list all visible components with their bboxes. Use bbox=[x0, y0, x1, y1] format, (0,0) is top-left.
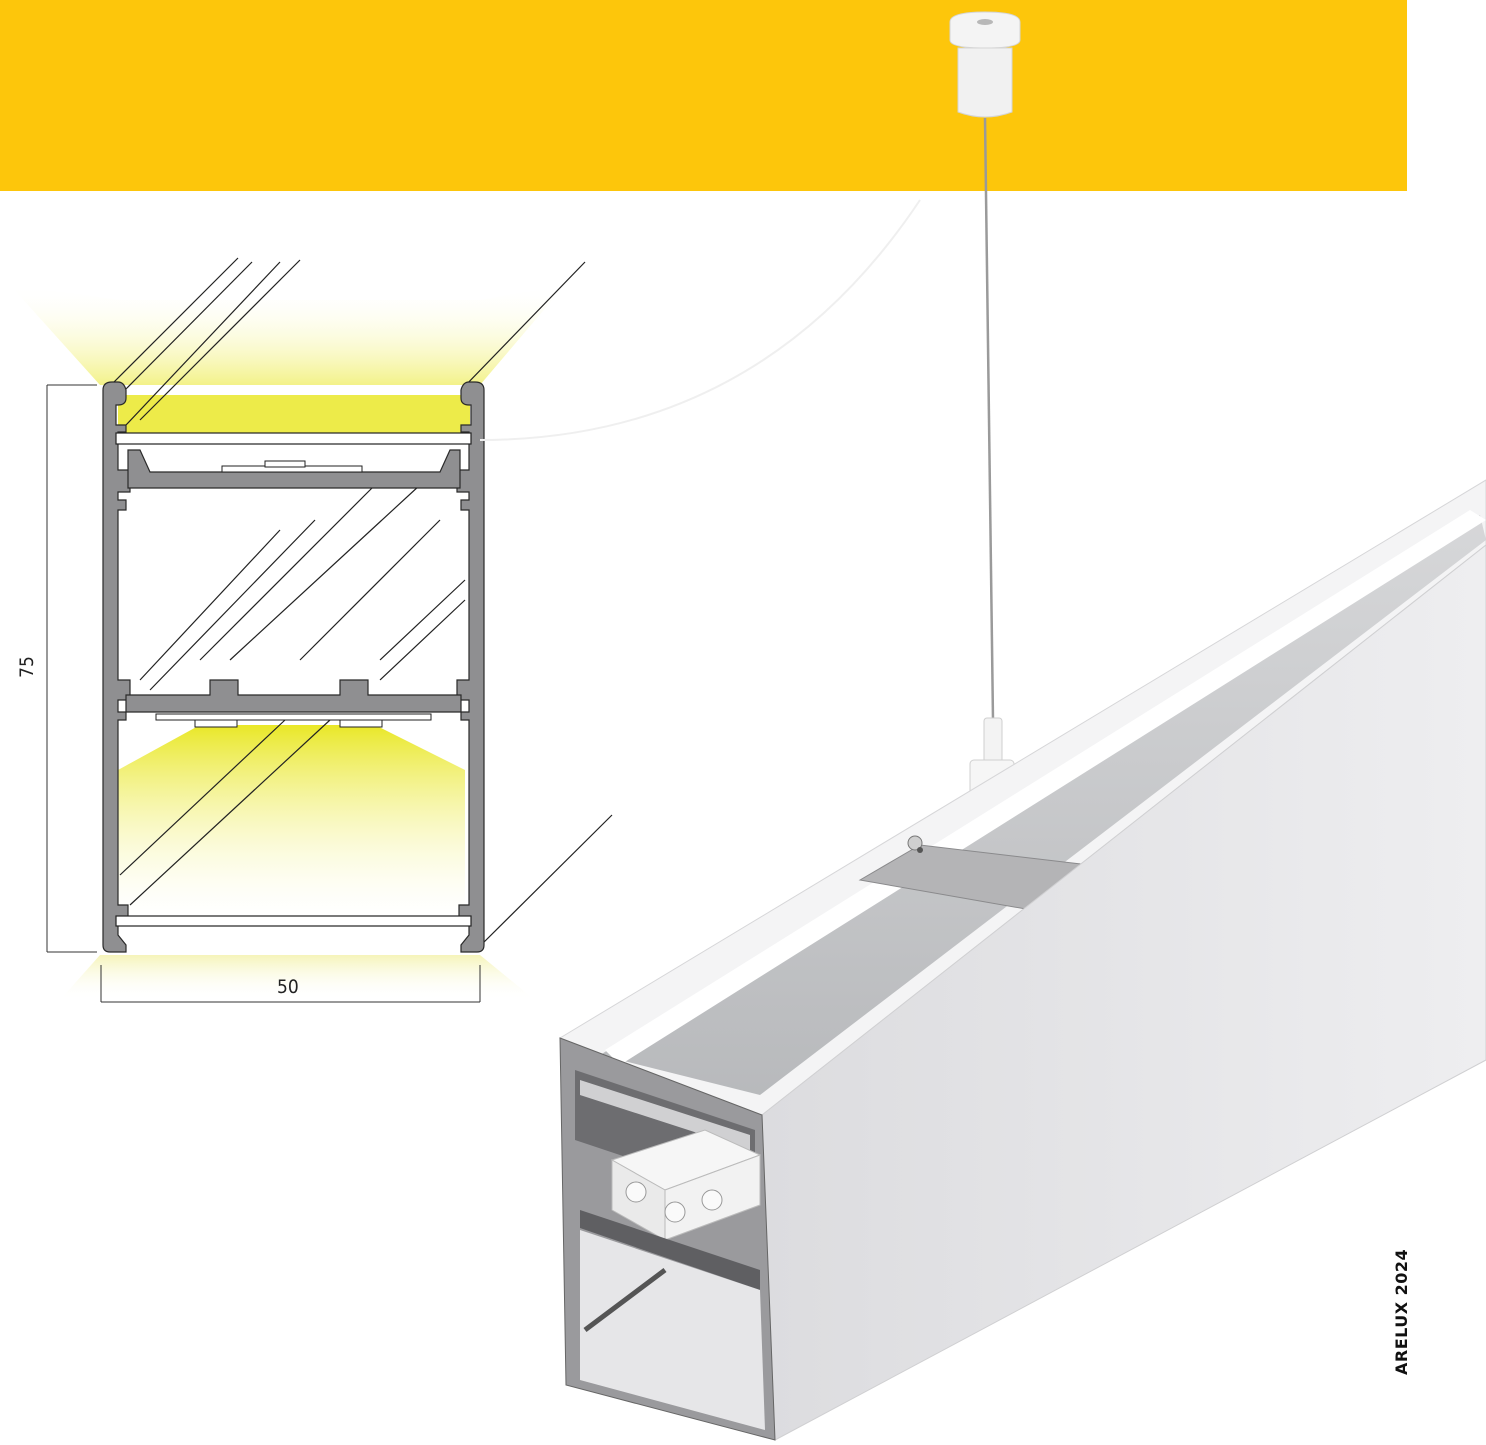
ceiling-canopy bbox=[949, 11, 1021, 118]
cable-gripper bbox=[983, 717, 1003, 767]
yellow-header-band bbox=[0, 0, 1407, 191]
height-dimension-label: 75 bbox=[15, 656, 38, 678]
dimension-lines bbox=[46, 384, 481, 1003]
light-below-profile bbox=[60, 955, 535, 1000]
uplight-inner-beam bbox=[118, 395, 470, 440]
downlight-beam bbox=[118, 725, 465, 915]
uplight-beam bbox=[10, 285, 565, 385]
top-lens bbox=[600, 515, 1486, 1095]
aluminium-profile bbox=[102, 381, 485, 953]
width-dimension-label: 50 bbox=[277, 976, 299, 998]
brand-footer: ARELUX 2024 bbox=[1392, 1248, 1411, 1375]
led-chips bbox=[155, 460, 432, 728]
product-render bbox=[479, 11, 1486, 1441]
bottom-diffuser bbox=[115, 915, 472, 927]
cross-section-drawing bbox=[10, 257, 613, 1003]
perspective-lines bbox=[107, 257, 613, 952]
top-diffuser bbox=[115, 432, 472, 445]
suspension-cable bbox=[983, 117, 995, 721]
housing-end-section bbox=[559, 1037, 776, 1441]
wire-connector bbox=[610, 1129, 762, 1241]
